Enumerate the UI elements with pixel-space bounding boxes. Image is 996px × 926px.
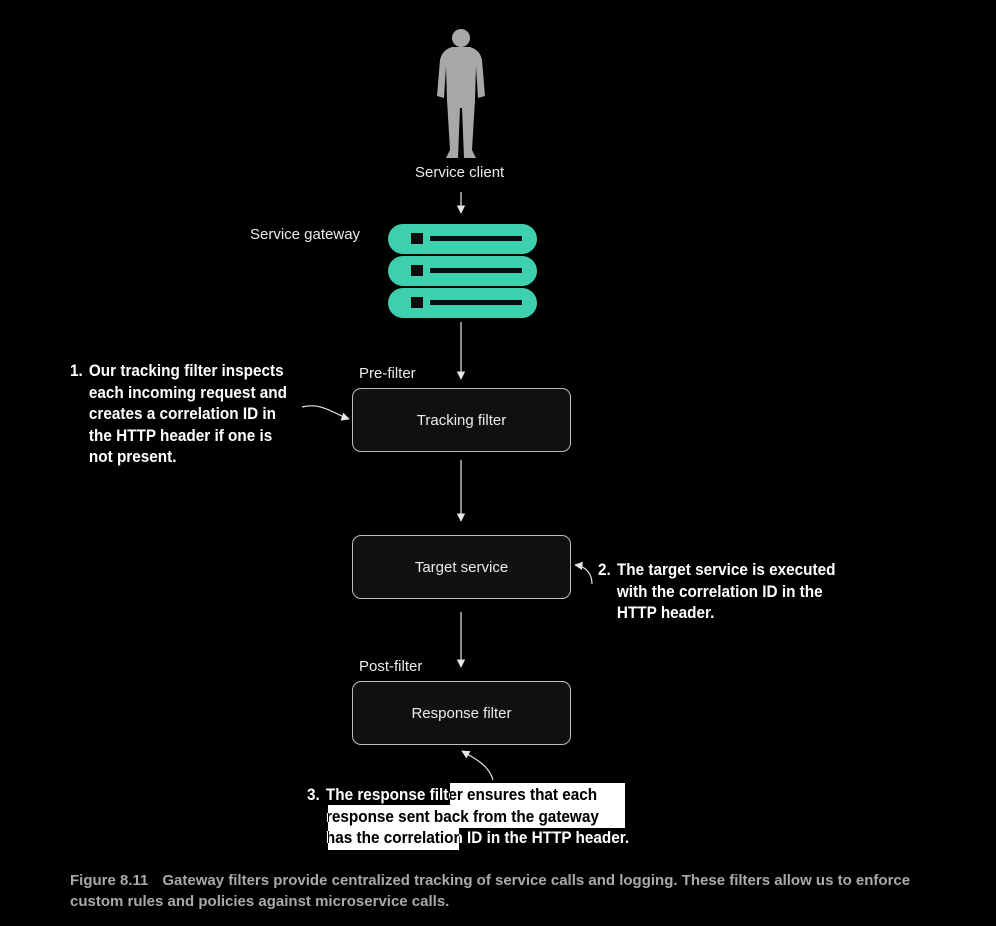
pointer-annotation-3 xyxy=(461,750,494,781)
annotation-3-highlight xyxy=(450,783,625,806)
annotation-3-highlight xyxy=(328,827,459,850)
annotation-2: 2. The target service is executed with t… xyxy=(598,559,835,624)
server-stack-icon xyxy=(388,224,537,318)
annotation-1-line: each incoming request and xyxy=(88,382,287,402)
target-service-label: Target service xyxy=(414,558,509,576)
tracking-filter-box: Tracking filter xyxy=(352,388,571,452)
pointer-annotation-1 xyxy=(301,405,350,421)
service-gateway-label: Service gateway xyxy=(250,226,361,243)
response-filter-label: Response filter xyxy=(411,704,512,722)
tracking-filter-label: Tracking filter xyxy=(416,411,507,429)
service-client-label: Service client xyxy=(415,164,505,181)
annotation-1-number: 1. xyxy=(70,361,83,380)
annotation-1: 1. Our tracking filter inspects each inc… xyxy=(70,360,287,468)
person-icon xyxy=(437,29,485,158)
annotation-1-line: Our tracking filter inspects xyxy=(88,361,284,380)
response-filter-box: Response filter xyxy=(352,681,571,745)
figure-caption-text: Gateway filters provide centralized trac… xyxy=(70,872,911,910)
annotation-3-line: response sent back from the gateway xyxy=(325,806,599,826)
figure-number: Figure 8.11 xyxy=(70,872,149,889)
annotation-1-line: not present. xyxy=(88,447,177,466)
annotation-1-line: the HTTP header if one is xyxy=(88,425,273,445)
annotation-3-highlight xyxy=(328,805,625,828)
annotation-2-number: 2. xyxy=(598,560,611,579)
annotation-2-line: HTTP header. xyxy=(616,603,715,622)
annotation-3: 3. The response filter ensures that each… xyxy=(307,784,629,849)
annotation-3-line: has the correlation ID in the HTTP heade… xyxy=(325,828,630,847)
pre-filter-label: Pre-filter xyxy=(359,365,416,382)
post-filter-label: Post-filter xyxy=(359,658,423,675)
annotation-1-line: creates a correlation ID in xyxy=(88,404,276,423)
target-service-box: Target service xyxy=(352,535,571,599)
annotation-3-line: The response filter ensures that each xyxy=(325,785,598,804)
annotation-2-line: with the correlation ID in the xyxy=(616,581,823,601)
annotation-3-number: 3. xyxy=(307,785,320,804)
pointer-annotation-2 xyxy=(574,561,593,585)
annotation-2-line: The target service is executed xyxy=(616,560,836,579)
